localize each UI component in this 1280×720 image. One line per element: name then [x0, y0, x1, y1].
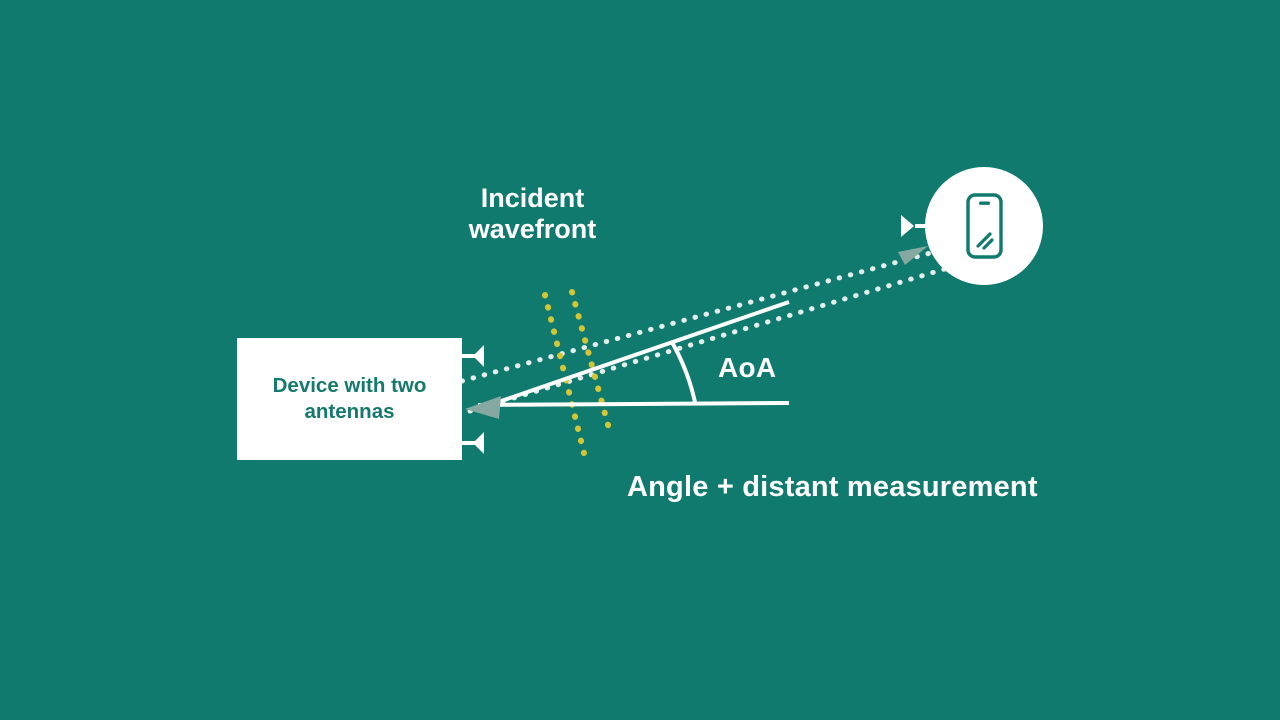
- incident-wavefront-label: Incident wavefront: [468, 183, 597, 245]
- signal-paths-group: [459, 249, 951, 414]
- arrowheads-group: [465, 246, 928, 419]
- angle-reference-line: [477, 401, 790, 407]
- angle-distance-label: Angle + distant measurement: [627, 471, 1038, 503]
- aoa-label: AoA: [718, 352, 777, 383]
- phone-node-group: [901, 167, 1043, 285]
- device-card-label: Device with two antennas: [272, 373, 427, 423]
- smartphone-icon: [966, 193, 1003, 259]
- angle-bearing-line: [477, 300, 790, 411]
- wavefront-line-1: [542, 292, 587, 456]
- wavefront-lines-group: [542, 289, 614, 456]
- arrowhead-at-phone: [898, 246, 928, 265]
- angle-lines-group: [477, 300, 790, 411]
- wavefront-line-2: [569, 289, 614, 439]
- phone-node-circle: [925, 167, 1043, 285]
- arrowhead-at-device: [465, 396, 501, 419]
- device-card: Device with two antennas: [237, 338, 462, 460]
- signal-path-lower: [467, 265, 951, 414]
- signal-path-upper: [459, 249, 937, 384]
- antenna-bottom-icon: [462, 432, 484, 454]
- antenna-top-icon: [462, 345, 484, 367]
- device-antennas-group: [462, 345, 484, 454]
- antenna-phone-icon: [901, 215, 930, 237]
- angle-arc: [671, 342, 697, 404]
